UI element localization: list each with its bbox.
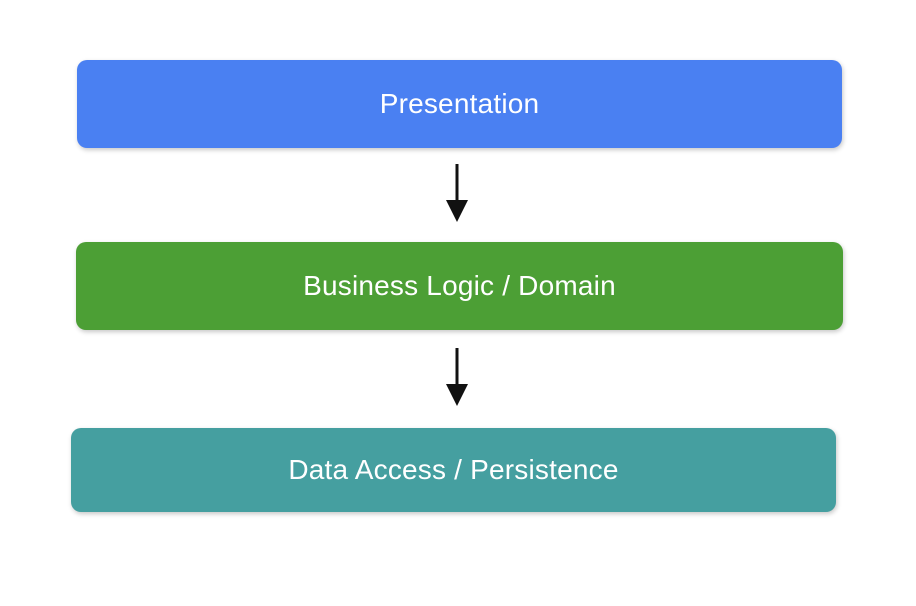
layer-box-presentation: Presentation	[77, 60, 842, 148]
down-arrow-head	[446, 200, 468, 222]
down-arrow-icon	[446, 164, 468, 222]
down-arrow-icon	[446, 348, 468, 406]
layer-box-business-logic: Business Logic / Domain	[76, 242, 843, 330]
down-arrow-head	[446, 384, 468, 406]
layer-box-data-access: Data Access / Persistence	[71, 428, 836, 512]
layer-label-data-access: Data Access / Persistence	[288, 454, 619, 485]
layer-label-business-logic: Business Logic / Domain	[303, 270, 616, 301]
layer-label-presentation: Presentation	[379, 88, 540, 119]
